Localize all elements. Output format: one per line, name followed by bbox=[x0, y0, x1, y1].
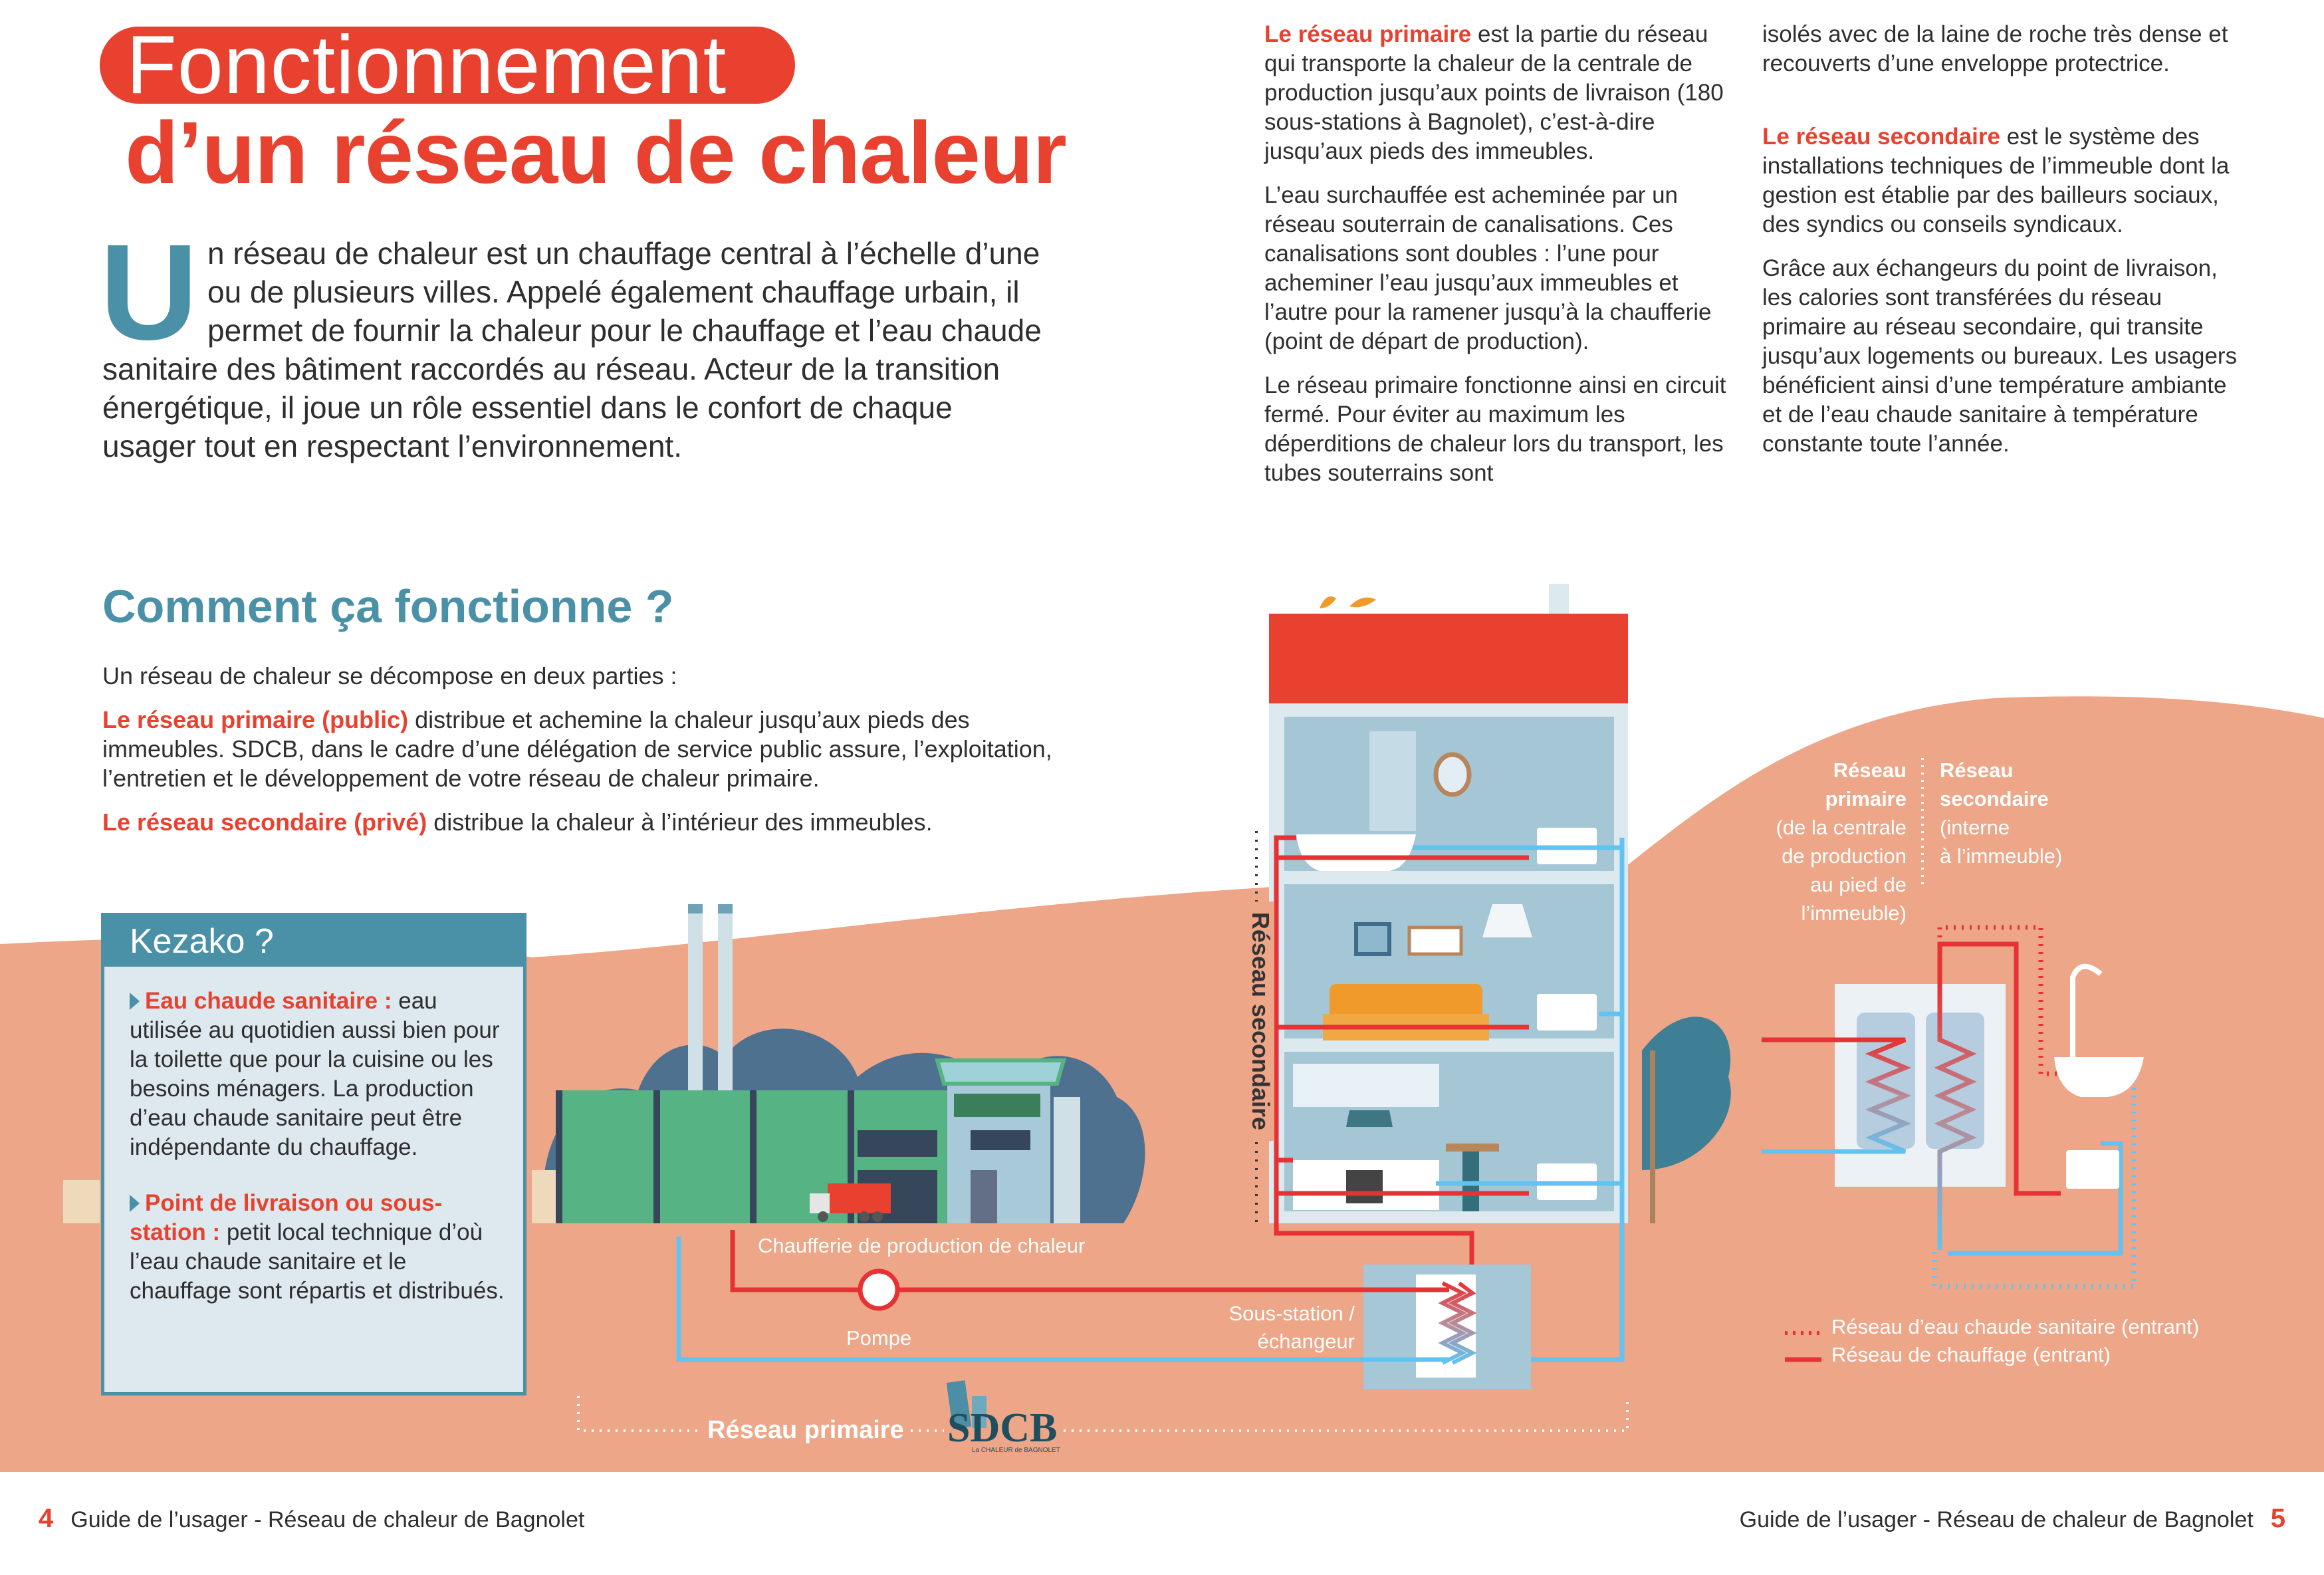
sdcb-logo: SDCB La CHALEUR de BAGNOLET bbox=[946, 1380, 1060, 1454]
triangle-bullet-icon bbox=[130, 993, 140, 1010]
shower-icon bbox=[2070, 963, 2103, 1057]
col1-p2: L’eau surchauffée est acheminée par un r… bbox=[1264, 182, 1712, 354]
exchanger-diagram bbox=[1762, 758, 2144, 1362]
kezako-item-2-text: petit local technique d’où l’eau chaude … bbox=[130, 1219, 505, 1304]
page-number: 4 bbox=[39, 1504, 54, 1533]
chimney-icon bbox=[688, 904, 733, 1104]
sous-station-label: Sous-station / échangeur bbox=[1183, 1300, 1355, 1356]
reseau-primaire-label: Réseau primaire bbox=[707, 1416, 904, 1444]
primary-paragraph: Le réseau primaire (public) distribue et… bbox=[102, 705, 1073, 793]
apartment-building bbox=[1269, 584, 1628, 1223]
kezako-item-2: Point de livraison ou sous-station : pet… bbox=[130, 1189, 510, 1306]
secondary-paragraph: Le réseau secondaire (privé) distribue l… bbox=[102, 808, 1073, 837]
logo-text: SDCB bbox=[947, 1405, 1057, 1451]
logo-tagline: La CHALEUR de BAGNOLET bbox=[972, 1447, 1060, 1454]
bathtub-icon bbox=[2054, 1057, 2144, 1097]
column-2: isolés avec de la laine de roche très de… bbox=[1762, 20, 2241, 473]
secondary-pipes bbox=[1274, 835, 1625, 1362]
col1-label: Le réseau primaire bbox=[1264, 21, 1472, 47]
col2-text: est le système des installations techniq… bbox=[1762, 124, 2230, 237]
hill-background bbox=[0, 696, 2324, 1472]
truck-icon bbox=[810, 1183, 891, 1222]
drop-cap: U bbox=[100, 216, 199, 368]
sous-station-line-2: échangeur bbox=[1257, 1330, 1355, 1353]
page-title: Fonctionnement bbox=[126, 19, 727, 111]
col1-text: est la partie du réseau qui transporte l… bbox=[1264, 21, 1724, 164]
secondary-desc: à l’immeuble) bbox=[1940, 844, 2063, 868]
col2-p2: Le réseau secondaire est le système des … bbox=[1762, 122, 2241, 239]
pump-icon bbox=[858, 1269, 900, 1311]
legend-dotted: Réseau d’eau chaude sanitaire (entrant) bbox=[1831, 1315, 2200, 1338]
primary-title-1: Réseau bbox=[1833, 759, 1907, 782]
radiator-icon bbox=[2066, 1150, 2119, 1189]
primary-label: Le réseau primaire (public) bbox=[102, 706, 409, 733]
how-it-works-text: Un réseau de chaleur se décompose en deu… bbox=[102, 662, 1073, 852]
how-lead: Un réseau de chaleur se décompose en deu… bbox=[102, 662, 677, 689]
secondary-desc: (interne bbox=[1940, 816, 2010, 839]
pompe-label: Pompe bbox=[846, 1326, 912, 1350]
secondary-label: Le réseau secondaire (privé) bbox=[102, 808, 427, 836]
kezako-item-1: Eau chaude sanitaire : eau utilisée au q… bbox=[130, 987, 510, 1162]
page-number: 5 bbox=[2270, 1504, 2285, 1533]
footer-text: Guide de l’usager - Réseau de chaleur de… bbox=[1739, 1507, 2254, 1532]
primary-text: distribue et achemine la chaleur jusqu’a… bbox=[102, 706, 1052, 792]
primary-pipes bbox=[676, 1230, 1449, 1362]
kezako-item-1-label: Eau chaude sanitaire : bbox=[145, 988, 392, 1014]
kezako-title: Kezako ? bbox=[104, 916, 523, 967]
reseau-secondaire-label: Réseau secondaire bbox=[1246, 902, 1274, 1141]
footer-text: Guide de l’usager - Réseau de chaleur de… bbox=[70, 1507, 585, 1532]
kezako-box: Kezako ? Eau chaude sanitaire : eau util… bbox=[101, 913, 526, 1395]
secondary-title-1: Réseau bbox=[1940, 759, 2014, 782]
title-pill bbox=[100, 27, 795, 104]
primary-desc: l’immeuble) bbox=[1801, 902, 1907, 925]
exchanger-primary-label: Réseau primaire (de la centrale de produ… bbox=[1728, 756, 1907, 927]
column-1: Le réseau primaire est la partie du rése… bbox=[1264, 20, 1743, 503]
col1-p3: Le réseau primaire fonctionne ainsi en c… bbox=[1264, 372, 1726, 486]
legend-solid: Réseau de chauffage (entrant) bbox=[1831, 1343, 2111, 1366]
col2-p1: isolés avec de la laine de roche très de… bbox=[1762, 21, 2228, 76]
col2-p3: Grâce aux échangeurs du point de livrais… bbox=[1762, 255, 2238, 457]
intro-text: n réseau de chaleur est un chauffage cen… bbox=[102, 236, 1042, 463]
kezako-item-1-text: eau utilisée au quotidien aussi bien pou… bbox=[130, 988, 500, 1160]
exchanger-secondary-label: Réseau secondaire (interne à l’immeuble) bbox=[1940, 756, 2062, 870]
sous-station-line-1: Sous-station / bbox=[1228, 1302, 1355, 1325]
secondary-text: distribue la chaleur à l’intérieur des i… bbox=[427, 808, 933, 836]
primary-desc: (de la centrale bbox=[1776, 816, 1907, 839]
kezako-item-2-label: Point de livraison ou sous-station : bbox=[130, 1190, 443, 1245]
section-heading: Comment ça fonctionne ? bbox=[102, 580, 674, 632]
birds-icon bbox=[1320, 596, 1376, 608]
col1-p1: Le réseau primaire est la partie du rése… bbox=[1264, 20, 1743, 166]
primary-desc: de production bbox=[1782, 844, 1907, 868]
primary-title-2: primaire bbox=[1825, 787, 1907, 810]
col2-label: Le réseau secondaire bbox=[1762, 124, 2000, 150]
triangle-bullet-icon bbox=[130, 1195, 140, 1212]
chaufferie-label: Chaufferie de production de chaleur bbox=[758, 1234, 1086, 1257]
page-subtitle: d’un réseau de chaleur bbox=[125, 104, 1067, 201]
secondary-title-2: secondaire bbox=[1940, 787, 2049, 810]
footer-right: Guide de l’usager - Réseau de chaleur de… bbox=[1740, 1504, 2285, 1534]
primary-desc: au pied de bbox=[1810, 873, 1907, 896]
footer-left: 4 Guide de l’usager - Réseau de chaleur d… bbox=[39, 1504, 584, 1534]
